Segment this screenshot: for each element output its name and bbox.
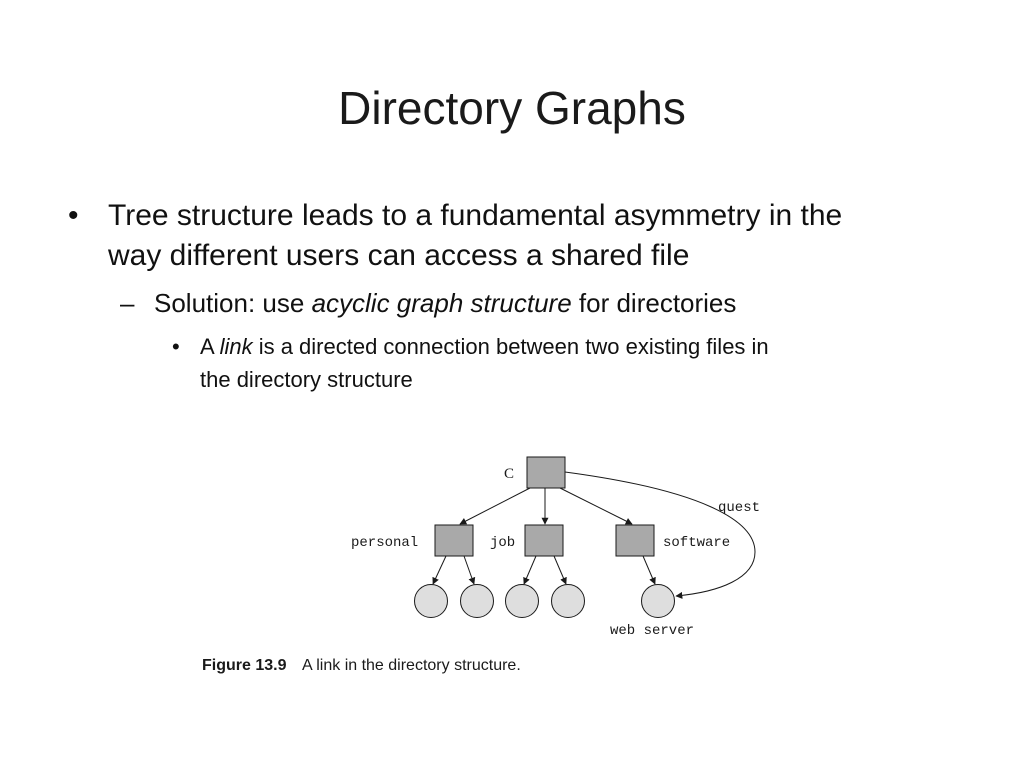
figure-caption-text: A link in the directory structure. bbox=[302, 657, 521, 674]
directory-node-job bbox=[524, 524, 564, 557]
directory-node-personal bbox=[434, 524, 474, 557]
edge-personal-file-1 bbox=[432, 555, 447, 585]
bullet-text: Solution: use acyclic graph structure fo… bbox=[154, 286, 736, 320]
emphasis-text: acyclic graph structure bbox=[311, 288, 572, 318]
bullet-text: Tree structure leads to a fundamental as… bbox=[108, 196, 842, 276]
bullet-text: A link is a directed connection between … bbox=[200, 330, 769, 396]
text-after: is a directed connection between two exi… bbox=[252, 334, 769, 359]
bullet-line-1: Tree structure leads to a fundamental as… bbox=[108, 199, 843, 232]
file-node-web-server bbox=[641, 584, 675, 618]
directory-node-root bbox=[526, 456, 566, 489]
edge-job-file-1 bbox=[523, 555, 537, 585]
link-label-quest: quest bbox=[718, 500, 760, 516]
edge-root-personal bbox=[459, 487, 531, 525]
directory-node-software bbox=[615, 524, 655, 557]
directory-graph-figure: C personal job software quest web server… bbox=[202, 456, 760, 674]
bullet-marker: • bbox=[172, 334, 180, 359]
edge-root-software bbox=[559, 487, 633, 525]
link-edge-quest bbox=[564, 471, 756, 599]
emphasis-text: link bbox=[219, 334, 253, 359]
node-label-job: job bbox=[490, 535, 515, 551]
text-before: Solution: use bbox=[154, 288, 312, 318]
file-node bbox=[551, 584, 585, 618]
file-node bbox=[414, 584, 448, 618]
node-label-software: software bbox=[663, 535, 730, 551]
edge-job-file-2 bbox=[553, 555, 567, 585]
edge-software-web-server bbox=[642, 555, 656, 585]
file-node bbox=[460, 584, 494, 618]
edge-personal-file-2 bbox=[463, 555, 476, 585]
bullet-line-1: A link is a directed connection between … bbox=[200, 330, 769, 363]
file-node bbox=[505, 584, 539, 618]
node-label-personal: personal bbox=[351, 535, 418, 551]
slide-title: Directory Graphs bbox=[338, 82, 686, 134]
text-after: for directories bbox=[571, 288, 737, 318]
bullet-line-2: way different users can access a shared … bbox=[108, 239, 690, 272]
figure-caption-number: Figure 13.9 bbox=[202, 657, 287, 674]
node-label-web-server: web server bbox=[610, 623, 694, 639]
dash-marker: – bbox=[120, 288, 135, 318]
bullet-marker: • bbox=[68, 199, 79, 232]
node-label-root: C bbox=[504, 466, 514, 482]
text-before: A bbox=[200, 334, 220, 359]
bullet-line-2: the directory structure bbox=[200, 367, 413, 392]
